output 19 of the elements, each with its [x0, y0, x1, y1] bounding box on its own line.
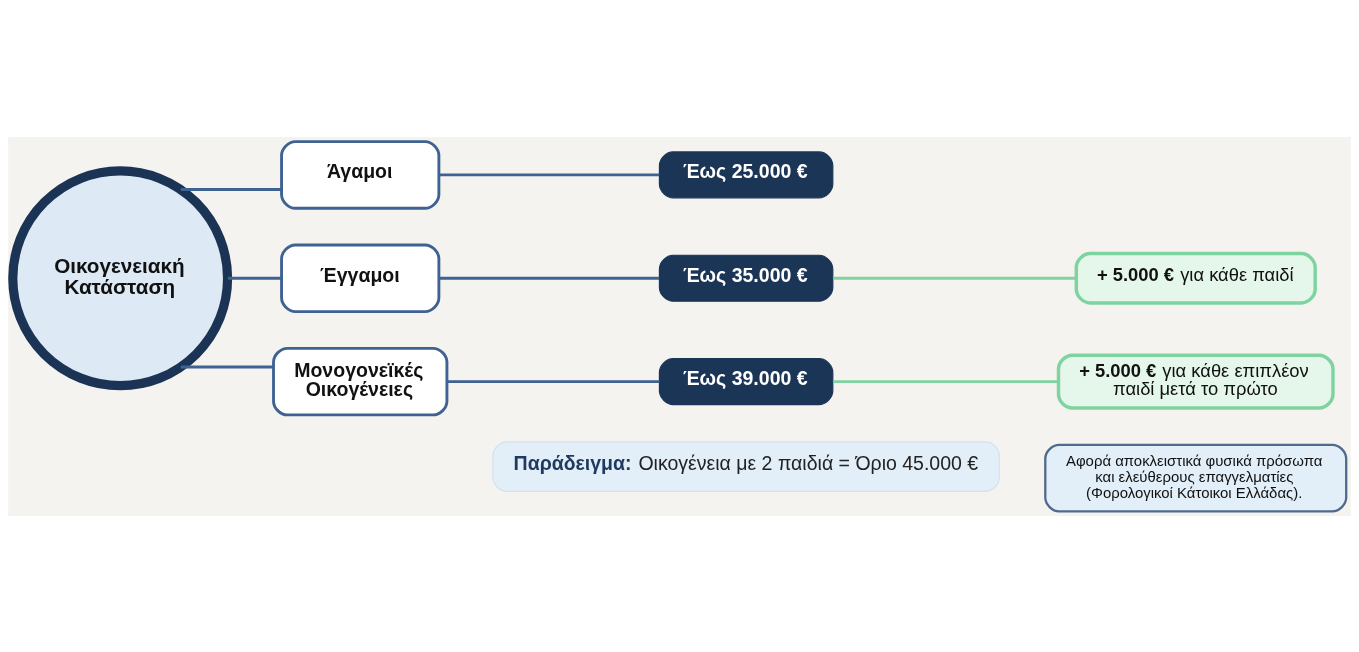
connector [439, 172, 660, 176]
node-box: Παράδειγμα: Οικογένεια με 2 παιδιά = Όριο 45.000 € [492, 440, 1000, 492]
node-box: Έως 35.000 € [658, 254, 834, 302]
connector [439, 276, 660, 280]
node-box: Άγαμοι [280, 139, 441, 210]
node-box: + 5.000 € για κάθε παιδί [1074, 251, 1317, 305]
node-box: Έως 39.000 € [658, 357, 834, 405]
node-box: Έγγαμοι [280, 243, 441, 313]
connector [180, 365, 274, 368]
connector [833, 379, 1059, 383]
connector [180, 187, 282, 191]
connector [227, 276, 282, 280]
node-circle: Οικογενειακή Κατάσταση [8, 165, 233, 390]
node-box: + 5.000 € για κάθε επιπλέον παιδί μετά το πρώτο [1056, 353, 1335, 410]
connector [447, 379, 660, 383]
node-box: Αφορά αποκλειστικά φυσικά πρόσωπα και ελεύθερους επαγγελματίες (Φορολογικοί Κάτοικοι Ελλάδας). [1044, 443, 1348, 513]
node-box: Μονογονεϊκές Οικογένειες [272, 346, 449, 416]
connector [833, 276, 1077, 280]
node-box: Έως 25.000 € [658, 150, 834, 198]
